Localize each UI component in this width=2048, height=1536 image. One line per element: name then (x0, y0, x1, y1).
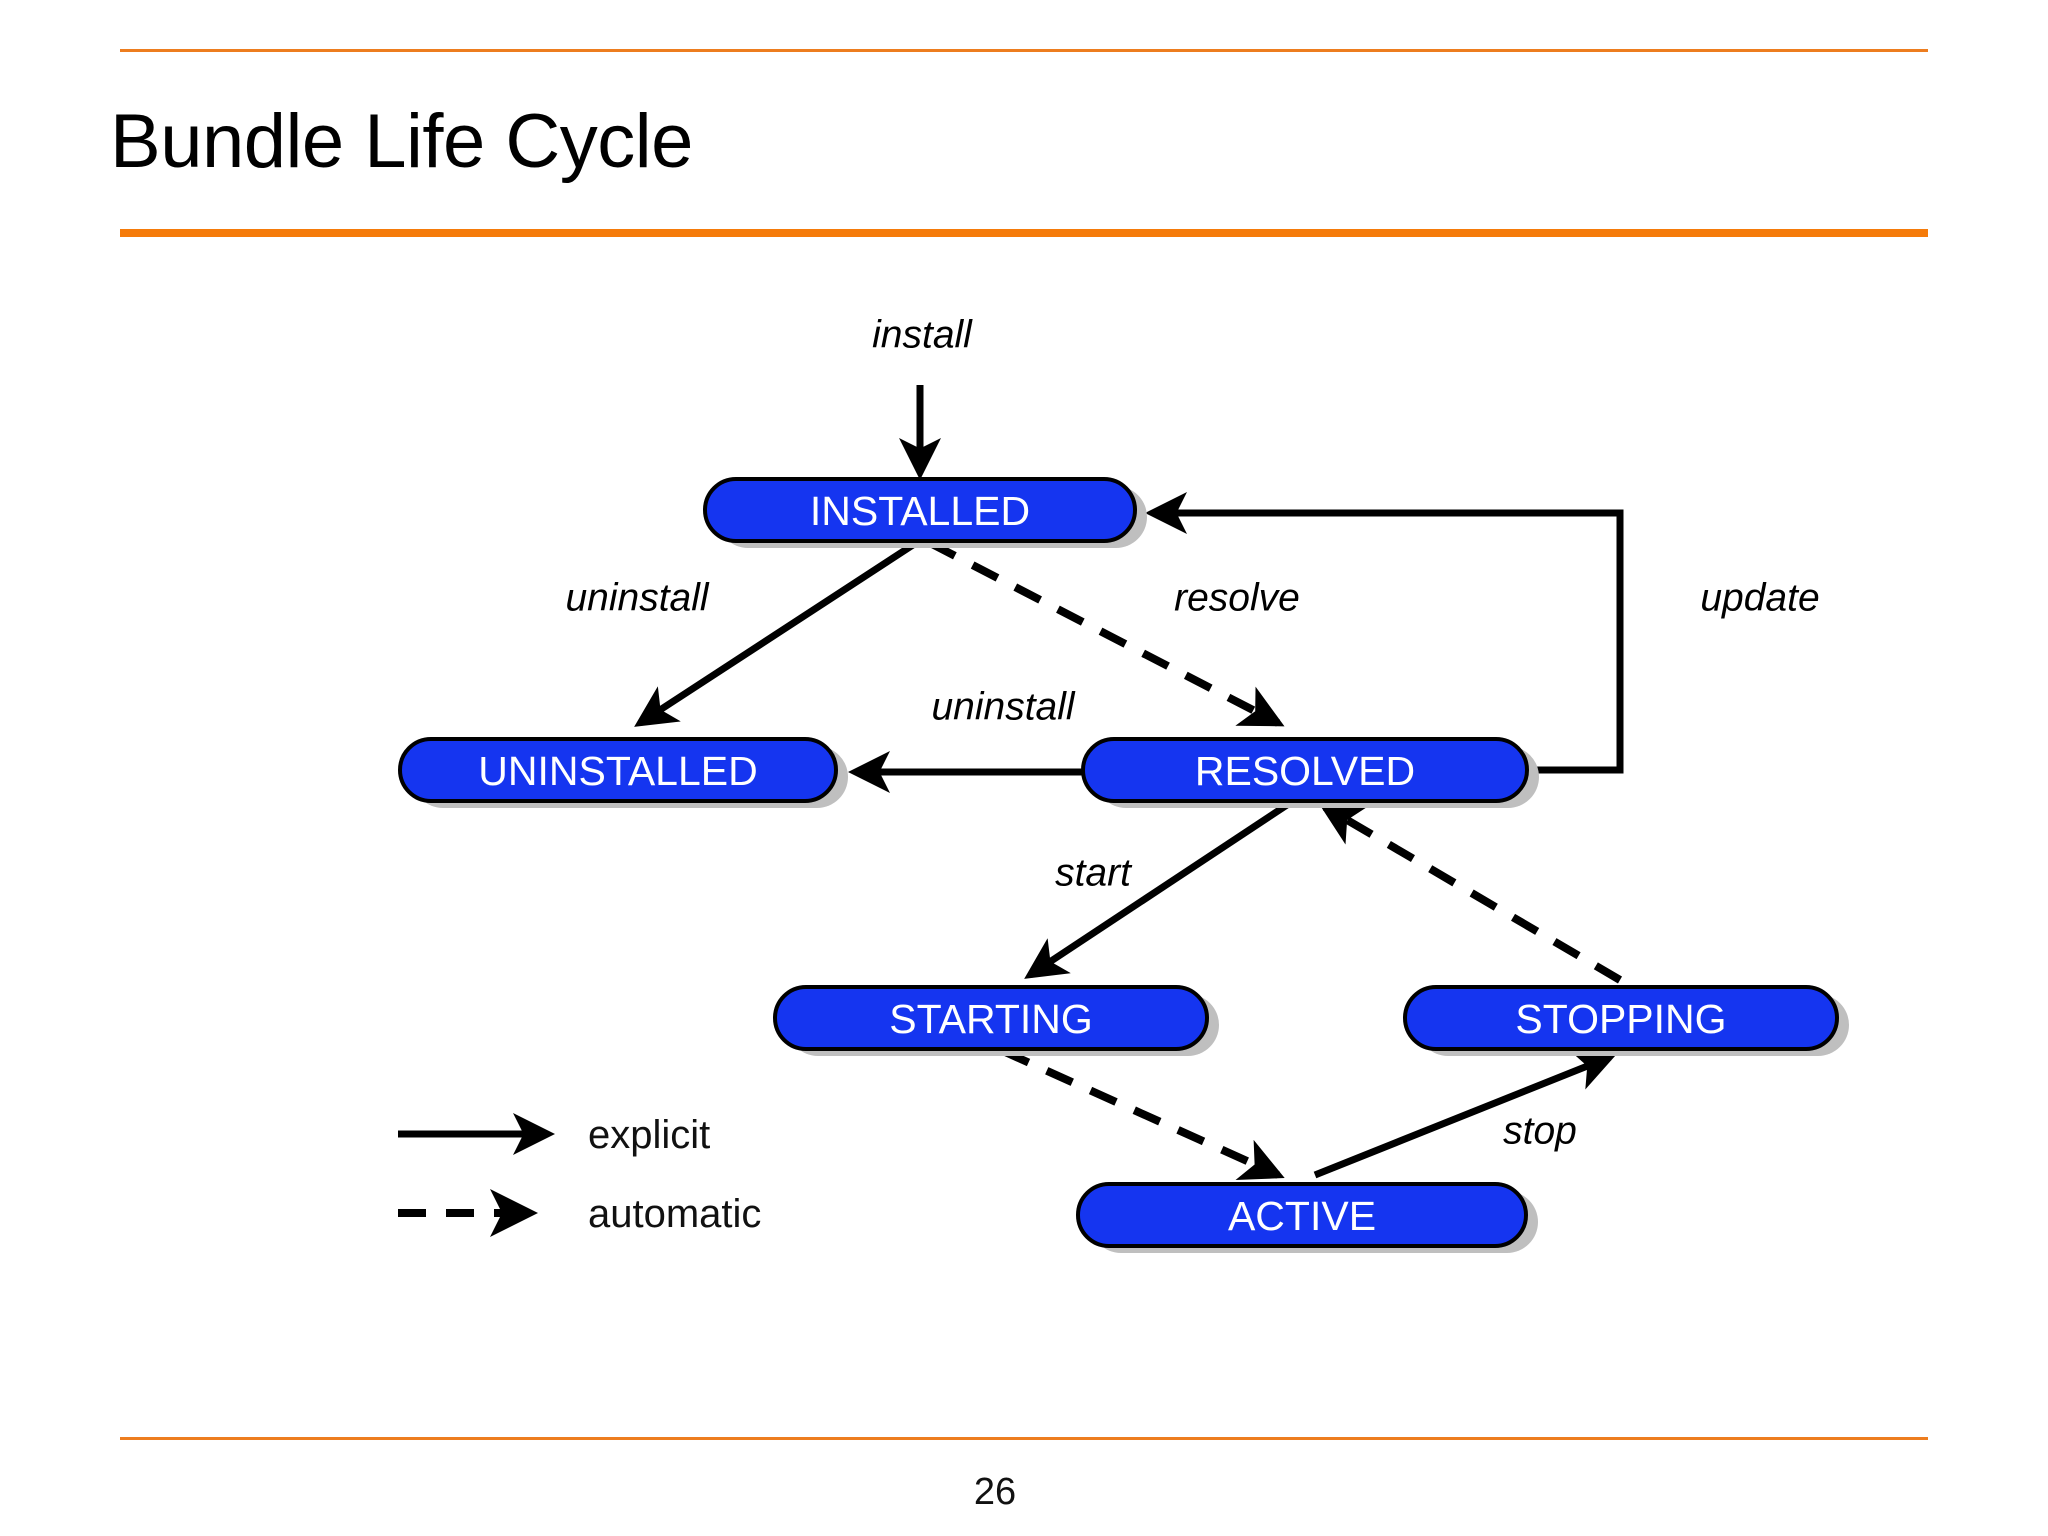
state-node-installed[interactable]: INSTALLED (703, 477, 1147, 548)
transition-uninstall-installed: uninstall (565, 540, 918, 727)
state-node-uninstalled-label: UNINSTALLED (478, 748, 757, 794)
state-diagram-svg: install uninstall resolve update uninsta… (398, 314, 1849, 1253)
bundle-life-cycle-diagram: install uninstall resolve update uninsta… (0, 245, 2048, 1425)
state-node-starting-label: STARTING (889, 996, 1093, 1042)
transition-uninstall-installed-label: uninstall (565, 577, 709, 620)
state-node-starting-body (773, 985, 1209, 1051)
state-node-active-label: ACTIVE (1228, 1193, 1376, 1239)
transition-stopping-resolved (1318, 803, 1623, 984)
transition-starting-active-arrow (1001, 1047, 1285, 1180)
transition-stop-arrow (1313, 1050, 1617, 1179)
state-node-stopping[interactable]: STOPPING (1403, 985, 1849, 1056)
legend: explicit automatic (398, 1113, 761, 1237)
transition-stopping-resolved-arrow (1318, 803, 1623, 984)
legend-item-automatic: automatic (398, 1189, 761, 1237)
state-node-resolved-label: RESOLVED (1195, 748, 1415, 794)
legend-explicit-label: explicit (588, 1113, 710, 1157)
page-number: 26 (973, 1471, 1017, 1513)
page-title: Bundle Life Cycle (110, 99, 693, 184)
legend-item-explicit: explicit (398, 1113, 710, 1157)
state-node-active[interactable]: ACTIVE (1076, 1182, 1538, 1253)
transition-start-arrow (1024, 800, 1292, 979)
transition-uninstall-resolved: uninstall (848, 686, 1082, 793)
transition-uninstall-resolved-label: uninstall (931, 686, 1075, 729)
state-node-resolved-body (1081, 737, 1529, 803)
transition-resolve-label: resolve (1174, 577, 1300, 620)
state-node-resolved[interactable]: RESOLVED (1081, 737, 1539, 808)
transition-install-label: install (872, 314, 973, 357)
state-node-installed-body (703, 477, 1137, 543)
state-node-uninstalled-body (398, 737, 838, 803)
state-node-starting[interactable]: STARTING (773, 985, 1219, 1056)
state-node-stopping-body (1403, 985, 1839, 1051)
transition-starting-active (1001, 1047, 1285, 1180)
transition-start: start (1024, 800, 1292, 979)
state-node-active-body (1076, 1182, 1528, 1248)
state-node-installed-label: INSTALLED (810, 488, 1030, 534)
transition-stop: stop (1313, 1050, 1617, 1179)
state-node-stopping-label: STOPPING (1515, 996, 1726, 1042)
legend-automatic-label: automatic (588, 1192, 761, 1236)
transition-resolve: resolve (928, 539, 1300, 727)
transition-resolve-arrow (928, 539, 1285, 727)
header-rule-top (120, 49, 1928, 52)
state-node-uninstalled[interactable]: UNINSTALLED (398, 737, 848, 808)
transition-start-label: start (1055, 852, 1133, 895)
header-rule-accent (120, 229, 1928, 237)
transition-uninstall-installed-arrow (634, 540, 918, 727)
transition-stop-label: stop (1503, 1110, 1577, 1153)
footer-rule (120, 1437, 1928, 1440)
transition-update: update (1145, 492, 1820, 774)
transition-install: install (872, 314, 973, 480)
transition-update-label: update (1700, 577, 1819, 620)
transition-update-arrow (1145, 492, 1624, 774)
